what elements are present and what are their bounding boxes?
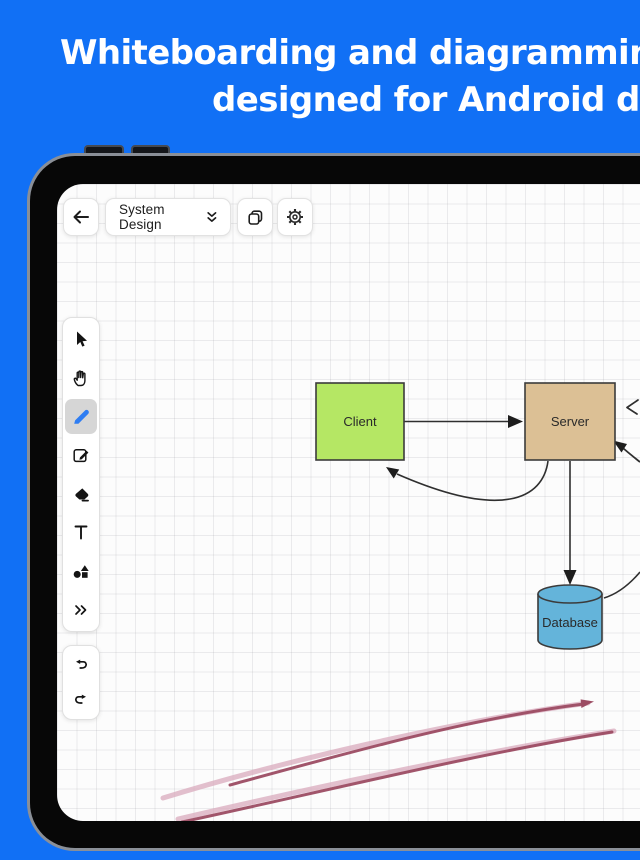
node-database-label: Database [542,615,598,630]
chevron-double-right-icon [75,604,87,615]
sketch-stroke-lower-dark [180,730,614,821]
copy-pages-icon [247,209,262,225]
redo-button[interactable] [65,683,97,718]
node-server[interactable]: Server [524,382,616,461]
hand-icon [73,370,86,387]
node-server-label: Server [551,414,590,429]
cursor-arrow-icon [77,331,87,347]
whiteboard-canvas[interactable]: Client Server Database [57,184,640,821]
app-canvas-screen[interactable]: Client Server Database Syst [57,184,640,821]
eraser-icon [75,488,89,502]
chevron-double-down-icon [207,212,217,222]
tool-eraser[interactable] [65,476,97,511]
pencil-icon [74,409,89,424]
tool-shapes[interactable] [65,554,97,589]
shapes-icon [73,565,89,578]
board-title: System Design [119,202,165,232]
history-panel [62,645,100,720]
gear-icon [287,209,303,225]
node-client-label: Client [343,414,377,429]
text-icon [74,525,88,540]
open-arrowhead-offscreen [626,399,639,415]
tool-pencil-selected[interactable] [65,399,97,435]
edge-client-server[interactable] [404,415,523,428]
arrowhead [508,415,523,428]
sketch-arrowhead [580,699,594,708]
arrowhead [386,467,400,479]
edge-server-client-curved[interactable] [386,460,549,502]
tool-edit-note[interactable] [65,438,97,473]
sketch-stroke-upper-dark [228,702,586,787]
node-client[interactable]: Client [315,382,405,461]
undo-button[interactable] [65,648,97,683]
tool-panel [62,317,100,632]
edge-server-database[interactable] [563,461,577,585]
redo-arrow-icon [74,694,86,704]
edit-square-icon [73,449,89,463]
tool-more[interactable] [65,592,97,627]
edge-database-offscreen[interactable] [603,571,640,599]
tool-pan[interactable] [65,360,97,395]
arrowhead [563,570,577,585]
pages-button[interactable] [237,198,273,236]
headline-line-1: Whiteboarding and diagramming [60,33,640,73]
arrow-left-icon [73,210,89,224]
arrowhead [613,440,627,453]
back-button[interactable] [63,198,99,236]
settings-button[interactable] [277,198,313,236]
board-title-dropdown[interactable]: System Design [105,198,231,236]
node-database[interactable]: Database [537,584,603,650]
headline-line-2: designed for Android devices [212,80,640,120]
sketch-strokes[interactable] [160,699,617,821]
tool-text[interactable] [65,515,97,550]
undo-arrow-icon [76,659,88,670]
tool-select[interactable] [65,322,97,357]
sketch-stroke-upper-light [160,700,591,801]
edge-offscreen-server[interactable] [613,440,640,463]
